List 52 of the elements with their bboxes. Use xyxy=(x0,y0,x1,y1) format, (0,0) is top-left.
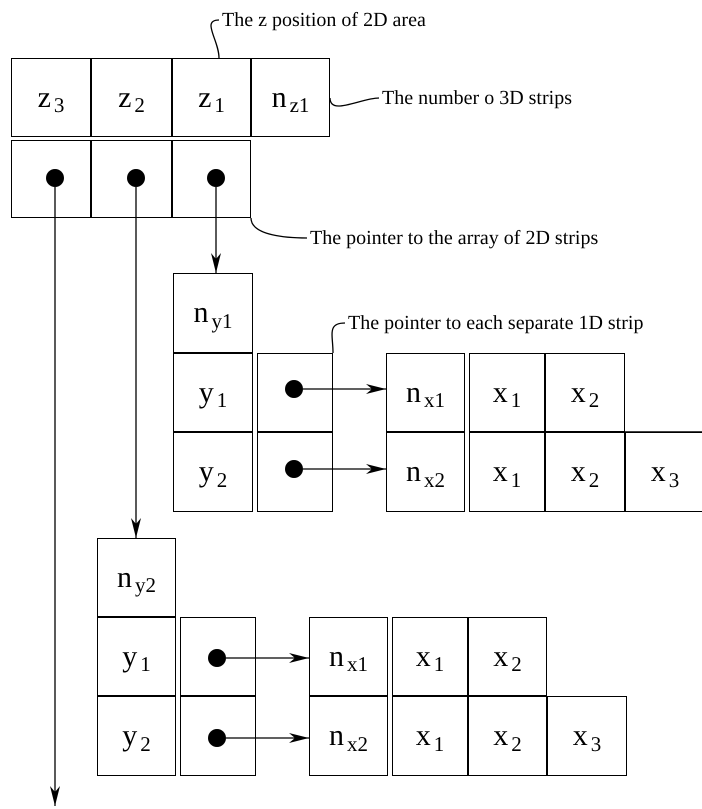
pointer-cell xyxy=(180,696,256,776)
value-cell: x$_{2}$ xyxy=(468,696,547,776)
value-cell: n$_{x1}$ xyxy=(386,353,465,432)
pointer-arrow xyxy=(211,187,221,273)
pointer-cell xyxy=(172,140,251,218)
value-cell: x$_{3}$ xyxy=(625,432,702,512)
pointer-dot xyxy=(285,380,303,398)
pointer-cell xyxy=(91,140,172,218)
value-cell: y$_{2}$ xyxy=(97,696,176,776)
pointer-arrow xyxy=(226,653,309,663)
pointer-dot xyxy=(208,649,226,667)
callout-text: The pointer to each separate 1D strip xyxy=(348,311,644,335)
pointer-dot xyxy=(285,460,303,478)
value-cell: n$_{x2}$ xyxy=(309,696,388,776)
pointer-dot xyxy=(46,169,64,187)
value-cell: x$_{2}$ xyxy=(468,617,547,696)
value-cell: y$_{2}$ xyxy=(173,432,253,512)
value-cell: z$_{3}$ xyxy=(11,58,91,137)
value-cell: x$_{2}$ xyxy=(545,432,625,512)
pointer-arrow xyxy=(226,733,309,743)
callout-text: The z position of 2D area xyxy=(222,8,426,32)
value-cell: n$_{y1}$ xyxy=(173,273,253,353)
pointer-dot xyxy=(127,169,145,187)
value-cell: x$_{1}$ xyxy=(469,432,545,512)
value-cell: n$_{x1}$ xyxy=(309,617,388,696)
pointer-arrow xyxy=(50,187,60,806)
value-cell: x$_{1}$ xyxy=(469,353,545,432)
value-cell: z$_{1}$ xyxy=(172,58,251,137)
value-cell: x$_{1}$ xyxy=(392,696,468,776)
value-cell: x$_{2}$ xyxy=(545,353,625,432)
pointer-cell xyxy=(257,353,333,432)
value-cell: y$_{1}$ xyxy=(97,617,176,696)
value-cell: x$_{1}$ xyxy=(392,617,468,696)
pointer-cell xyxy=(180,617,256,696)
leader-line xyxy=(250,218,307,239)
value-cell: x$_{3}$ xyxy=(547,696,627,776)
pointer-arrow xyxy=(303,464,386,474)
pointer-arrow xyxy=(303,384,386,394)
value-cell: y$_{1}$ xyxy=(173,353,253,432)
callout-text: The pointer to the array of 2D strips xyxy=(310,226,598,250)
pointer-arrow xyxy=(131,187,141,538)
value-cell: n$_{y2}$ xyxy=(97,538,176,617)
value-cell: n$_{x2}$ xyxy=(386,432,465,512)
pointer-cell xyxy=(11,140,91,218)
value-cell: n$_{z1}$ xyxy=(251,58,330,137)
callout-text: The number o 3D strips xyxy=(382,86,572,110)
pointer-cell xyxy=(257,432,333,512)
pointer-dot xyxy=(208,729,226,747)
leader-line xyxy=(210,19,220,58)
value-cell: z$_{2}$ xyxy=(91,58,172,137)
leader-line xyxy=(329,97,380,107)
pointer-dot xyxy=(207,169,225,187)
